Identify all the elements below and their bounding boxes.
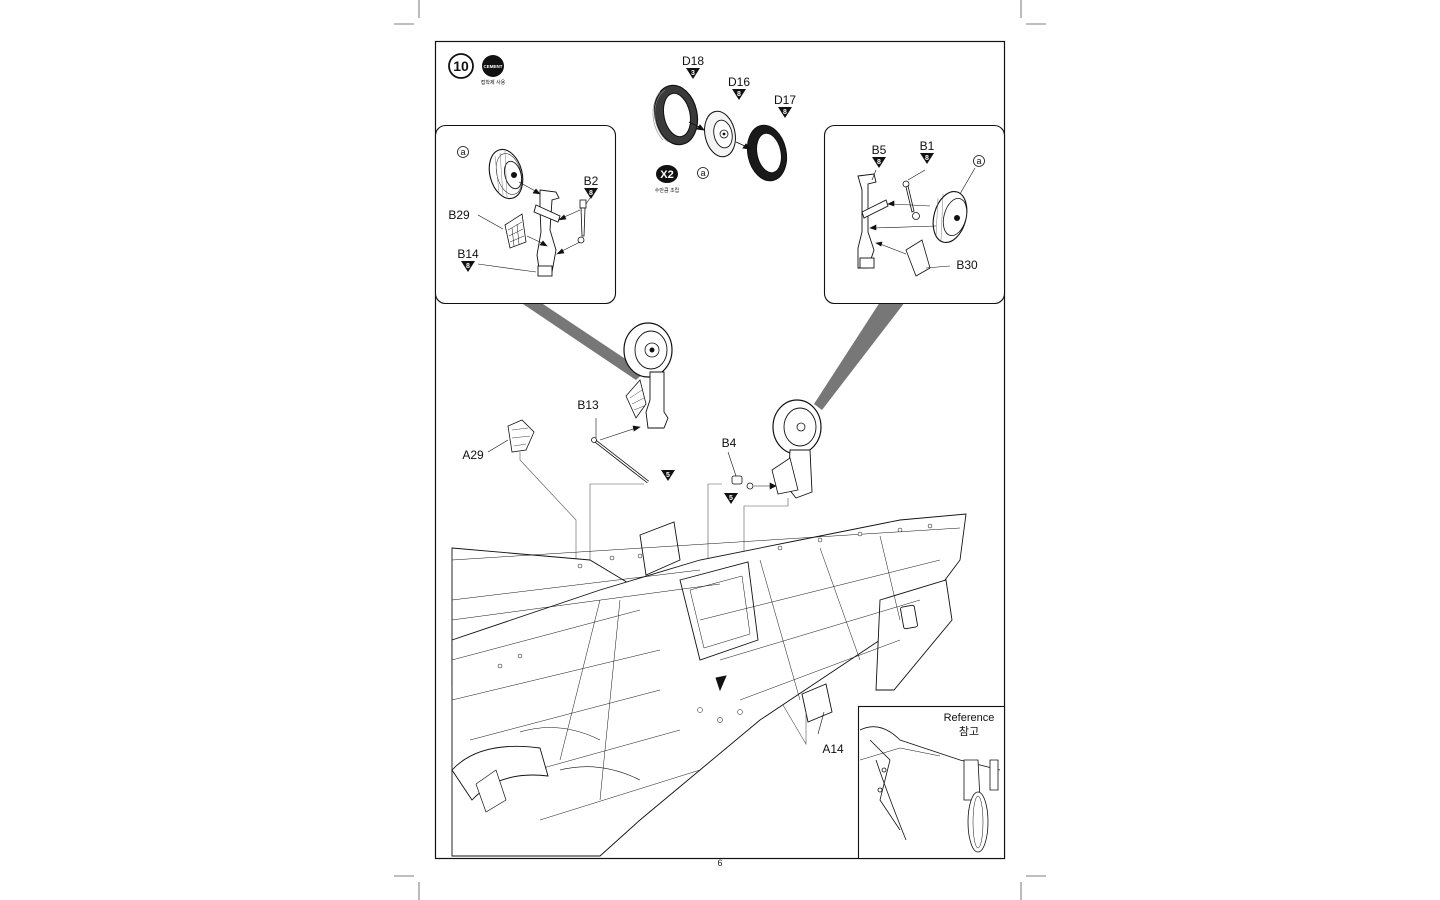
part-count-b5: 8	[877, 159, 881, 166]
main-leaders	[487, 418, 825, 735]
reference-inset: Reference 참고	[857, 705, 1006, 860]
part-label-b30: B30	[956, 258, 978, 272]
left-inset-rod-b2	[577, 199, 587, 244]
right-inset-marker-circle	[973, 155, 985, 167]
left-inset-leaders	[477, 181, 591, 273]
tire-d17	[746, 124, 788, 182]
page-number: 6	[717, 858, 723, 868]
part-label-b29: B29	[448, 208, 470, 222]
part-count-b2: 8	[589, 190, 593, 197]
rod-b13	[591, 437, 649, 484]
part-count-b1: 8	[925, 155, 929, 162]
count-triangle-d18	[686, 68, 700, 79]
main-right-gear	[771, 399, 822, 499]
reference-title-ko: 참고	[959, 725, 979, 738]
placement-guides	[519, 452, 807, 746]
assembly-arrows	[688, 121, 752, 150]
part-a14	[801, 683, 833, 723]
left-inset-wheel	[488, 148, 524, 200]
wheel-exploded-view: D18 3 D16 8 D17 8 X2 수만큼 조립 a	[652, 54, 796, 194]
count-triangle-d17	[778, 107, 792, 118]
right-inset-strut	[857, 173, 889, 269]
left-callout-pointer	[520, 302, 645, 380]
part-label-d17: D17	[774, 93, 796, 107]
step-number: 10	[453, 58, 469, 74]
right-inset-leaders	[869, 167, 976, 269]
crop-marks	[394, 0, 1046, 900]
left-inset-marker-circle	[457, 146, 469, 158]
part-count-b13: 5	[666, 472, 670, 479]
left-inset-strut	[533, 189, 561, 277]
part-label-b1: B1	[920, 139, 935, 153]
part-label-b13: B13	[577, 398, 599, 412]
part-label-a29: A29	[462, 448, 484, 462]
count-triangle-b13	[661, 470, 675, 481]
part-b4	[731, 475, 754, 490]
count-triangle-b2	[584, 188, 598, 199]
reference-title-en: Reference	[944, 712, 995, 724]
part-count-b4: 5	[729, 495, 733, 502]
right-inset-marker: a	[976, 156, 981, 166]
left-inset: a	[434, 124, 617, 305]
part-count-b14: 8	[466, 263, 470, 270]
part-label-d16: D16	[728, 75, 750, 89]
part-count-d17: 8	[783, 109, 787, 116]
part-count-d18: 3	[691, 70, 695, 77]
right-inset: a	[823, 124, 1006, 305]
part-label-b14: B14	[457, 247, 479, 261]
part-a29	[507, 419, 535, 453]
reference-drawing	[859, 726, 1001, 853]
assemble-note: 수만큼 조립	[655, 187, 679, 194]
main-assembly-view: B13 5 A29 B4 5 A14	[462, 322, 844, 756]
hub-d16	[704, 110, 736, 158]
subassembly-marker-circle	[697, 167, 709, 179]
airframe-underside	[451, 513, 967, 857]
count-triangle-d16	[732, 89, 746, 100]
count-triangle-b5	[872, 157, 886, 168]
assemble-times: X2	[660, 169, 673, 181]
step-number-circle	[448, 53, 474, 79]
part-label-b5: B5	[872, 143, 887, 157]
left-inset-door-b29	[504, 213, 527, 249]
count-triangle-b14	[461, 261, 475, 272]
count-triangle-b1	[920, 153, 934, 164]
right-inset-wheel	[932, 190, 968, 244]
assemble-times-badge	[656, 165, 678, 183]
part-label-d18: D18	[682, 54, 704, 68]
subassembly-marker: a	[700, 168, 705, 178]
part-label-a14: A14	[822, 742, 844, 756]
right-inset-rod-b1	[902, 180, 920, 220]
step-header: 10 CEMENT 접착제 사용	[448, 53, 506, 86]
part-count-d16: 8	[737, 91, 741, 98]
cement-badge-text: CEMENT	[484, 64, 503, 69]
count-triangle-b4	[724, 493, 738, 504]
main-left-gear	[623, 322, 673, 429]
right-callout-pointer	[814, 302, 905, 410]
part-label-b2: B2	[584, 174, 599, 188]
part-label-b4: B4	[722, 436, 737, 450]
left-inset-marker: a	[460, 147, 465, 157]
right-inset-door-b30	[905, 239, 931, 277]
tire-d18	[652, 84, 699, 146]
page-frame	[434, 40, 1006, 860]
cement-icon	[482, 55, 504, 77]
cement-note: 접착제 사용	[481, 79, 506, 86]
